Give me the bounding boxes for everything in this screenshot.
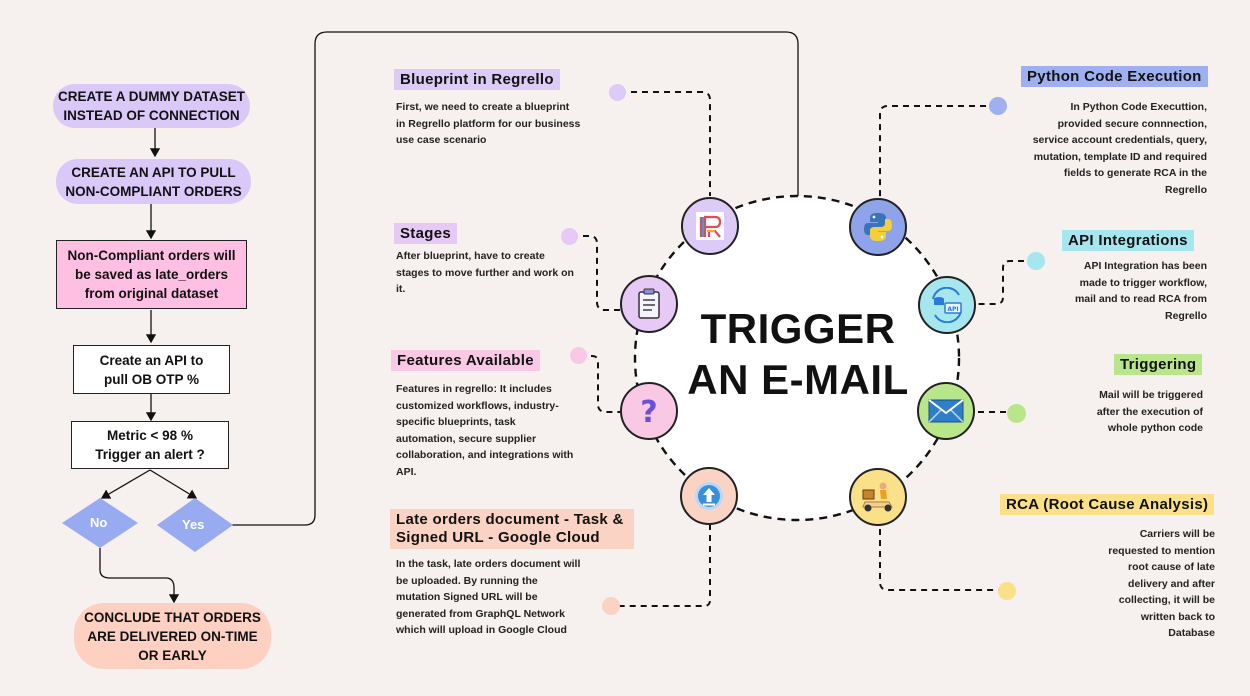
rca-dot xyxy=(998,582,1016,600)
late-orders-dot xyxy=(602,597,620,615)
blueprint-label: Blueprint in Regrello xyxy=(394,69,560,90)
conclusion-step: CONCLUDE THAT ORDERS ARE DELIVERED ON-TI… xyxy=(74,603,271,669)
create-dummy-dataset-step: CREATE A DUMMY DATASET INSTEAD OF CONNEC… xyxy=(53,84,250,128)
api-dot xyxy=(1027,252,1045,270)
question-mark-icon: ? xyxy=(620,382,678,440)
python-logo-icon xyxy=(849,198,907,256)
python-dot xyxy=(989,97,1007,115)
triggering-dot xyxy=(1007,404,1026,423)
late-orders-save-step: Non-Compliant orders will be saved as la… xyxy=(56,240,247,309)
python-desc: In Python Code Executtion, provided secu… xyxy=(1032,101,1207,196)
api-cloud-icon: API xyxy=(918,276,976,334)
api-integrations-desc: API Integration has been made to trigger… xyxy=(1074,260,1207,322)
center-title-line1: TRIGGER xyxy=(700,305,896,352)
stages-dot xyxy=(561,228,578,245)
email-envelope-icon xyxy=(917,382,975,440)
create-api-otp-step: Create an API to pull OB OTP % xyxy=(73,345,230,394)
rca-label: RCA (Root Cause Analysis) xyxy=(1000,494,1215,515)
no-label: No xyxy=(90,515,108,530)
svg-text:API: API xyxy=(947,306,958,313)
rca-desc: Carriers will be requested to mention ro… xyxy=(1108,528,1215,639)
checklist-icon xyxy=(620,275,678,333)
features-label: Features Available xyxy=(391,350,540,371)
late-orders-desc: In the task, late orders document will b… xyxy=(396,558,581,636)
python-label: Python Code Execution xyxy=(1021,66,1208,87)
stages-desc: After blueprint, have to create stages t… xyxy=(396,250,574,295)
create-api-pull-noncompliant-step: CREATE AN API TO PULL NON-COMPLIANT ORDE… xyxy=(56,159,251,204)
triggering-label: Triggering xyxy=(1114,354,1203,375)
triggering-desc: Mail will be triggered after the executi… xyxy=(1096,389,1203,434)
stages-label: Stages xyxy=(394,223,457,244)
features-desc: Features in regrello: It includes custom… xyxy=(396,383,574,478)
delivery-scooter-icon xyxy=(849,468,907,526)
upload-icon xyxy=(680,467,738,525)
api-integrations-label: API Integrations xyxy=(1062,230,1194,251)
yes-label: Yes xyxy=(182,517,205,532)
regrello-logo-icon xyxy=(681,197,739,255)
metric-decision-step: Metric < 98 % Trigger an alert ? xyxy=(71,421,229,469)
late-orders-label: Late orders document - Task & Signed URL… xyxy=(390,509,634,549)
features-dot xyxy=(570,347,587,364)
svg-text:?: ? xyxy=(640,395,657,428)
center-title-line2: AN E-MAIL xyxy=(687,356,909,403)
blueprint-dot xyxy=(609,84,626,101)
blueprint-desc: First, we need to create a blueprint in … xyxy=(396,101,581,146)
